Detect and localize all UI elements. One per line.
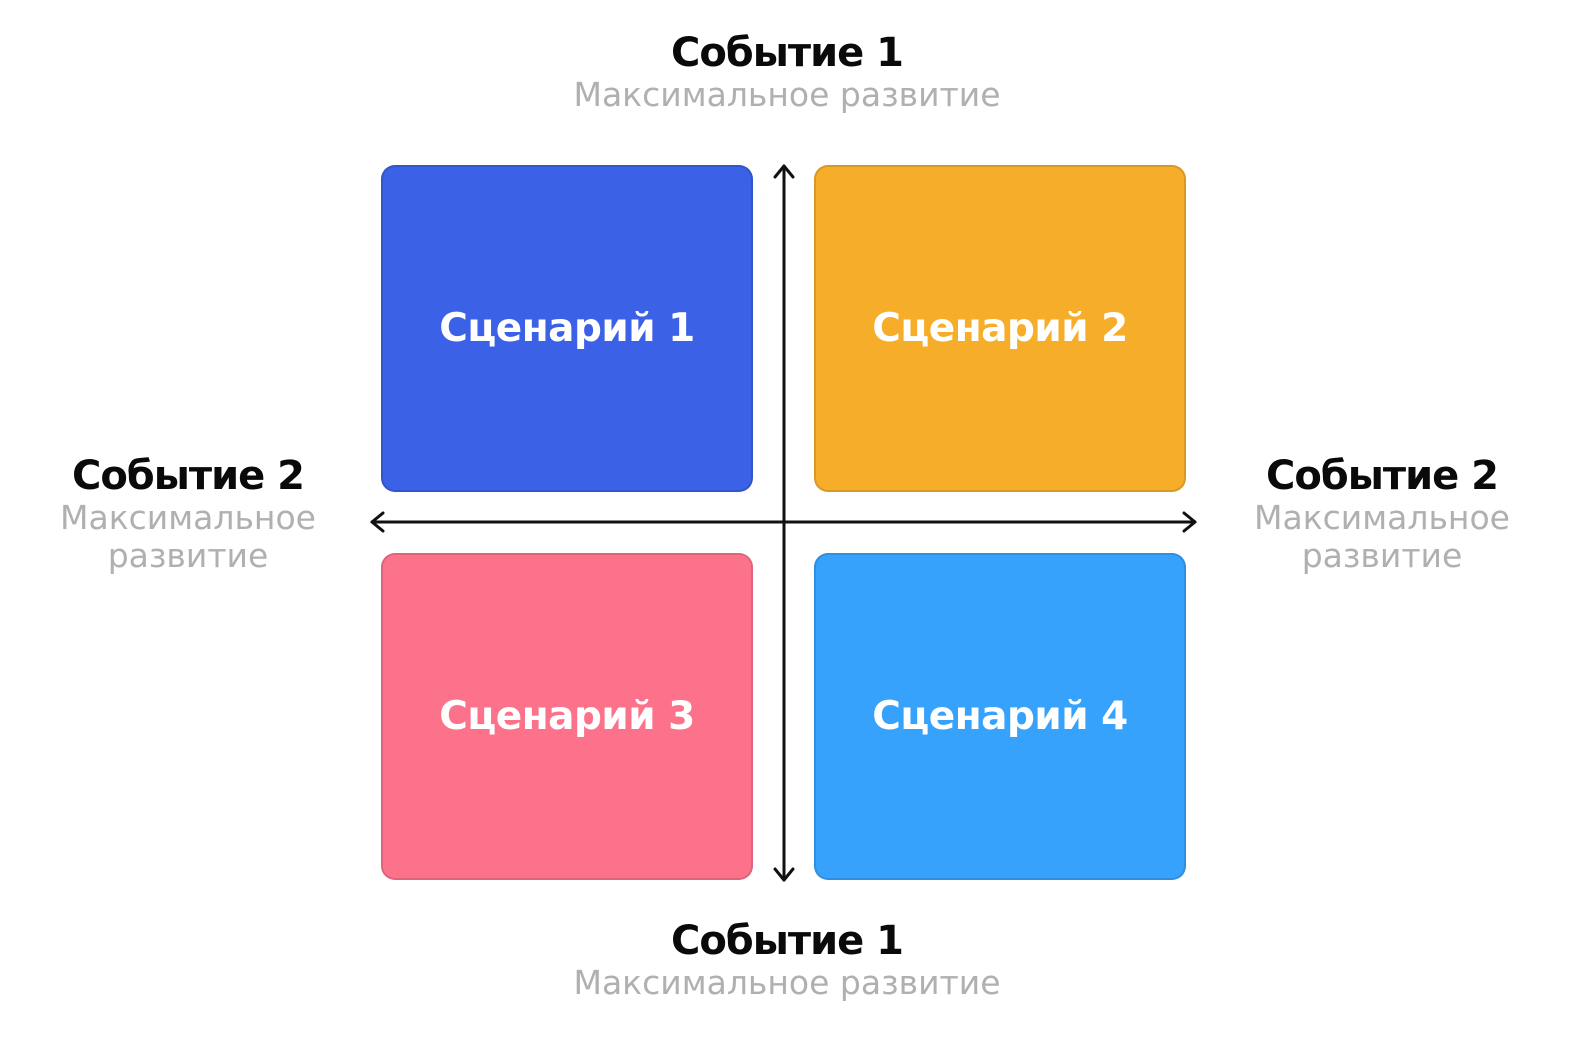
arrow-right-icon — [1182, 511, 1197, 533]
arrow-down-icon — [773, 867, 795, 882]
arrow-left-icon — [370, 511, 385, 533]
scenario-label-2: Сценарий 2 — [872, 306, 1128, 351]
axis-label-right: Событие 2 Максимальное развитие — [1222, 453, 1542, 575]
vertical-axis — [773, 164, 795, 882]
axis-title-top: Событие 1 — [670, 30, 904, 76]
axis-label-bottom: Событие 1 Максимальное развитие — [487, 918, 1087, 1002]
axis-label-top: Событие 1 Максимальное развитие — [487, 30, 1087, 114]
scenario-box-4: Сценарий 4 — [814, 553, 1186, 880]
axis-subtitle-bottom: Максимальное развитие — [573, 963, 1001, 1002]
scenario-label-1: Сценарий 1 — [439, 306, 695, 351]
axis-label-left: Событие 2 Максимальное развитие — [28, 453, 348, 575]
scenario-box-1: Сценарий 1 — [381, 165, 753, 492]
axis-title-right: Событие 2 — [1265, 453, 1499, 499]
axis-title-bottom: Событие 1 — [670, 918, 904, 964]
axis-subtitle-top: Максимальное развитие — [573, 75, 1001, 114]
scenario-box-3: Сценарий 3 — [381, 553, 753, 880]
scenario-box-2: Сценарий 2 — [814, 165, 1186, 492]
axis-subtitle-right: Максимальное развитие — [1254, 498, 1510, 575]
axis-title-left: Событие 2 — [71, 453, 305, 499]
scenario-label-4: Сценарий 4 — [872, 694, 1128, 739]
scenario-label-3: Сценарий 3 — [439, 694, 695, 739]
arrow-up-icon — [773, 164, 795, 179]
axis-subtitle-left: Максимальное развитие — [60, 498, 316, 575]
horizontal-axis — [370, 511, 1197, 533]
